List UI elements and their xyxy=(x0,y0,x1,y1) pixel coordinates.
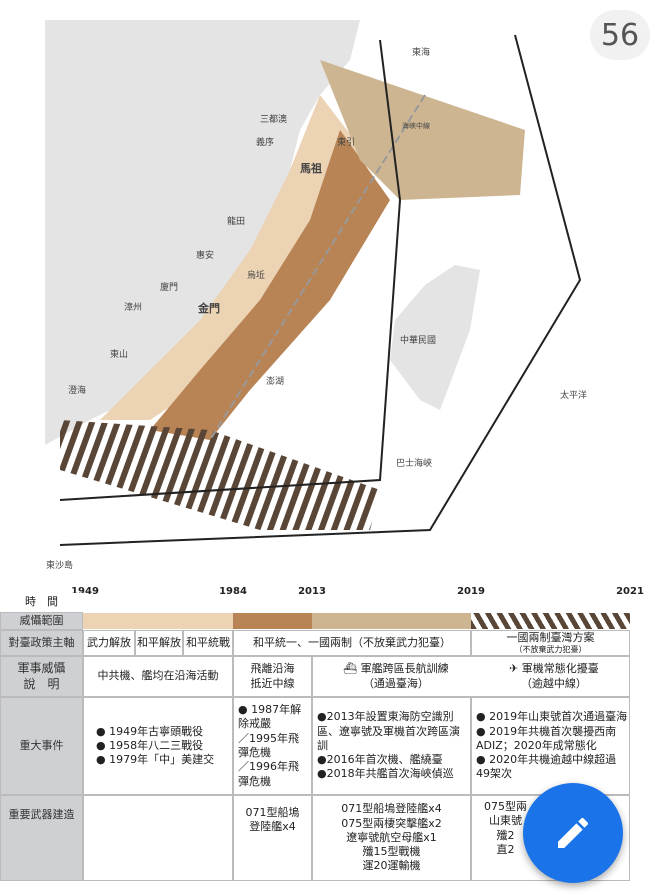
threat-text: （通過臺海） xyxy=(362,676,429,690)
weapon-item: 075型兩 xyxy=(484,800,527,813)
event-item: ●2013年設置東海防空識別區、遼寧號及軍機首次跨區演訓 xyxy=(317,710,460,752)
weapon-item: 直2 xyxy=(496,842,515,856)
label-xiamen: 廈門 xyxy=(160,281,178,293)
event-item: ／1995年飛彈危機 xyxy=(238,731,299,759)
events-cell: ● 1949年古寧頭戰役● 1958年八二三戰役● 1979年「中」美建交 xyxy=(83,697,233,795)
stripe-zone-2019 xyxy=(60,420,380,530)
weapon-item: 登陸艦x4 xyxy=(249,820,296,834)
event-item: ● 2020年共機逾越中線超過49架次 xyxy=(476,753,617,781)
threat-cell: 中共機、艦均在沿海活動 xyxy=(83,656,233,697)
events-cell: ●2013年設置東海防空識別區、遼寧號及軍機首次跨區演訓●2016年首次機、艦繞… xyxy=(312,697,471,795)
taiwan-island xyxy=(390,265,480,410)
weapon-item: 071型船塢登陸艦x4 xyxy=(341,802,442,816)
label-dongyin: 東引 xyxy=(337,136,355,148)
threat-text: 軍機常態化擾臺 xyxy=(521,662,599,676)
mainland-land xyxy=(45,20,360,445)
event-item: ●2018年共艦首次海峽偵巡 xyxy=(317,767,454,781)
policy-cell: 和平統一、一國兩制（不放棄武力犯臺） xyxy=(233,630,471,656)
event-item: ● 1987年解除戒嚴 xyxy=(238,703,302,731)
event-item: ／1996年飛彈危機 xyxy=(238,760,299,788)
row-label-range: 威懾範圍 xyxy=(0,612,83,630)
label-sandu: 三都澳 xyxy=(260,113,287,125)
range-bar-1984 xyxy=(233,613,312,629)
label-roc: 中華民國 xyxy=(400,334,436,346)
label-matsu: 馬祖 xyxy=(300,161,322,175)
label-huian: 惠安 xyxy=(196,249,214,261)
range-bar-2013 xyxy=(312,613,471,629)
weapon-item: 殲15型戰機 xyxy=(362,845,421,859)
event-item: ● 1949年古寧頭戰役 xyxy=(96,724,204,738)
label-wuqiu: 烏坵 xyxy=(247,269,265,281)
pencil-icon xyxy=(558,817,589,848)
label-longtian: 龍田 xyxy=(227,215,245,227)
edit-fab-button[interactable] xyxy=(523,783,623,883)
warship-icon: ⛴ xyxy=(343,662,361,676)
threat-text: （逾越中線） xyxy=(520,676,587,690)
label-dongshan: 東山 xyxy=(110,348,128,360)
event-item: ● 1979年「中」美建交 xyxy=(96,753,215,767)
row-label-policy: 對臺政策主軸 xyxy=(0,630,83,656)
label-chenghai: 澄海 xyxy=(68,384,86,396)
label-median-line: 海峽中線 xyxy=(402,121,430,130)
label-pacific: 太平洋 xyxy=(560,389,587,401)
event-item: ●2016年首次機、艦繞臺 xyxy=(317,753,443,767)
row-label-time: 時 間 xyxy=(0,593,83,612)
zone-1984 xyxy=(150,130,390,440)
event-item: ● 2019年山東號首次通過臺海 xyxy=(476,710,628,724)
weapon-item: 山東號 xyxy=(489,814,522,828)
weapon-item: 遼寧號航空母艦x1 xyxy=(346,830,437,844)
year-label: 2013 xyxy=(298,586,326,597)
weapons-cell xyxy=(83,795,233,881)
policy-text: 一國兩制臺灣方案 xyxy=(506,630,595,644)
threat-text: 軍艦跨區長航訓練 xyxy=(360,662,449,676)
event-item: ● 2019年共機首次襲擾西南ADIZ；2020年成常態化 xyxy=(476,724,617,752)
range-bar-1949 xyxy=(83,613,233,629)
label-yixu: 義序 xyxy=(256,136,274,148)
row-label-events: 重大事件 xyxy=(0,697,83,795)
range-bar-2019 xyxy=(471,613,630,629)
year-label: 1984 xyxy=(219,586,247,597)
weapon-item: 075型兩棲突擊艦x2 xyxy=(341,816,442,830)
weapon-item: 殲2 xyxy=(496,828,515,842)
policy-subtext: （不放棄武力犯臺） xyxy=(514,644,587,654)
label-east-sea: 東海 xyxy=(412,46,430,58)
policy-cell: 和平統戰 xyxy=(183,630,233,656)
weapon-item: 運20運輸機 xyxy=(362,859,421,873)
label-kinmen: 金門 xyxy=(197,301,220,315)
threat-ship: ⛴ 軍艦跨區長航訓練（通過臺海） xyxy=(343,662,448,691)
events-cell: ● 1987年解除戒嚴／1995年飛彈危機／1996年飛彈危機 xyxy=(233,697,312,795)
events-cell: ● 2019年山東號首次通過臺海● 2019年共機首次襲擾西南ADIZ；2020… xyxy=(471,697,630,795)
zone-1949 xyxy=(100,95,370,420)
label-zhangzhou: 漳州 xyxy=(124,301,142,313)
label-pratas: 東沙島 xyxy=(46,559,73,571)
year-label: 2019 xyxy=(457,586,485,597)
policy-cell: 武力解放 xyxy=(83,630,135,656)
label-bashi: 巴士海峽 xyxy=(396,457,432,469)
row-label-threat: 軍事威懾說 明 xyxy=(0,656,83,697)
year-label: 1949 xyxy=(71,586,99,597)
policy-cell: 和平解放 xyxy=(135,630,183,656)
row-label-weapons: 重要武器建造 xyxy=(0,795,83,881)
threat-cell: ⛴ 軍艦跨區長航訓練（通過臺海） ✈ 軍機常態化擾臺（逾越中線） xyxy=(312,656,630,697)
year-label: 2021 xyxy=(616,586,644,597)
weapon-item: 071型船塢 xyxy=(245,806,300,819)
label-penghu: 澎湖 xyxy=(266,375,284,387)
strait-map: 東海 海峽中線 三都澳 義序 東引 馬祖 龍田 惠安 烏坵 廈門 漳州 金門 東… xyxy=(45,20,587,571)
page-number-badge: 56 xyxy=(590,10,650,60)
threat-cell: 飛離沿海抵近中線 xyxy=(233,656,312,697)
event-item: ● 1958年八二三戰役 xyxy=(96,738,204,752)
zone-2013 xyxy=(320,60,525,200)
threat-plane: ✈ 軍機常態化擾臺（逾越中線） xyxy=(509,662,599,691)
policy-cell: 一國兩制臺灣方案（不放棄武力犯臺） xyxy=(471,630,630,656)
jet-icon: ✈ xyxy=(509,662,522,676)
weapons-cell: 071型船塢登陸艦x4 xyxy=(233,795,312,881)
